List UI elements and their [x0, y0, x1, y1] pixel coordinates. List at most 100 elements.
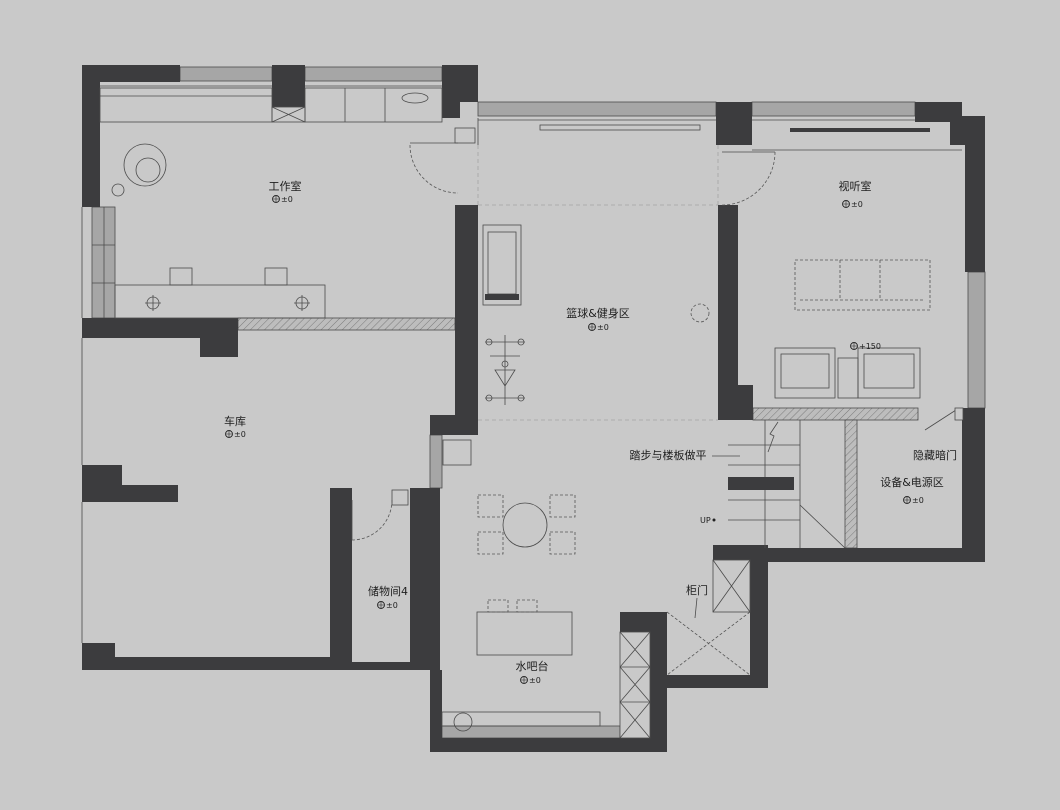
- hidden-door-leaf: [924, 409, 957, 431]
- wall: [455, 205, 478, 420]
- studio-furniture: [111, 143, 326, 319]
- stair-landing: [728, 477, 794, 490]
- room-level: ±0: [386, 601, 398, 610]
- dining-chair: [477, 531, 504, 555]
- wall: [650, 612, 667, 752]
- door-swing: [351, 499, 393, 541]
- wall: [82, 65, 180, 207]
- level-marker-icon: [842, 200, 850, 208]
- bar-counter: [476, 611, 573, 656]
- window-strip: [751, 101, 916, 117]
- side-table: [837, 357, 859, 399]
- room-name: 设备&电源区: [880, 475, 944, 489]
- armchair-icon: [123, 143, 167, 187]
- room-name: 篮球&健身区: [566, 306, 630, 320]
- counter: [441, 711, 601, 727]
- dining-chair: [477, 494, 504, 518]
- cabinets: [99, 87, 751, 739]
- partition-wall: [752, 407, 919, 421]
- cabinet-box: [442, 439, 472, 466]
- sink-icon: [401, 92, 429, 104]
- room-level: ±0: [529, 676, 541, 685]
- wall-column: [272, 65, 305, 107]
- bar-stool: [487, 599, 509, 613]
- leader-line: [694, 597, 698, 619]
- wall: [330, 662, 440, 670]
- partition-wall: [844, 419, 858, 549]
- wall: [82, 643, 115, 670]
- room-level: ±0: [597, 323, 609, 332]
- room-name: 水吧台: [516, 659, 549, 673]
- armchair-seat: [135, 157, 161, 183]
- armchair-seat: [863, 353, 915, 389]
- up-arrow-icon: [712, 518, 716, 522]
- armchair-seat: [780, 353, 830, 389]
- wall-column: [716, 102, 752, 145]
- bar-stool: [516, 599, 538, 613]
- room-level: ±0: [912, 496, 924, 505]
- wall: [768, 548, 985, 562]
- toilet-icon: [453, 712, 473, 732]
- wall: [667, 675, 768, 688]
- treadmill-icon: [482, 224, 522, 306]
- weight-machine-icon: [485, 335, 525, 405]
- room-label-storage: 储物间4 ±0: [368, 584, 408, 610]
- walls: [82, 65, 985, 752]
- wall: [750, 545, 768, 688]
- cabinet-cross: [271, 106, 306, 123]
- doors: [351, 142, 964, 541]
- room-label-garage: 车库 ±0: [224, 414, 246, 439]
- window-strip: [91, 206, 116, 319]
- level-marker-icon: [903, 496, 911, 504]
- window-strip: [429, 434, 443, 489]
- room-name: 视听室: [839, 179, 872, 193]
- stair-handrail: [799, 504, 846, 549]
- wall: [915, 102, 985, 272]
- guide-lines: [477, 145, 719, 421]
- wall: [115, 657, 330, 670]
- room-label-studio: 工作室 ±0: [269, 179, 302, 204]
- room-label-gym: 篮球&健身区 ±0: [566, 306, 630, 332]
- treadmill-base: [485, 294, 519, 300]
- level-marker-icon: [588, 323, 596, 331]
- room-name: 车库: [224, 414, 246, 428]
- built-in-cabinet: [99, 87, 273, 123]
- dining-furniture: [476, 494, 576, 656]
- wall: [962, 408, 985, 562]
- shelf: [539, 124, 701, 131]
- step-flush-note: 踏步与楼板做平: [630, 448, 707, 462]
- cabinet-door-swing: [666, 611, 751, 676]
- wall: [330, 488, 352, 670]
- level-marker-icon: [377, 601, 385, 609]
- room-label-theater: 视听室 ±0: [839, 179, 872, 209]
- dining-chair: [549, 494, 576, 518]
- window-strip: [304, 66, 443, 82]
- hidden-door-jamb: [954, 407, 964, 421]
- window-strip: [967, 271, 986, 409]
- level-marker-icon: [850, 342, 858, 350]
- desk: [114, 284, 326, 319]
- lamp-icon: [145, 295, 161, 311]
- stair-up-label: UP: [700, 516, 711, 525]
- window-strip: [477, 101, 717, 117]
- built-in-cabinet: [304, 87, 443, 123]
- wall: [430, 415, 478, 435]
- cabinet-box: [454, 127, 476, 144]
- room-level: ±0: [234, 430, 246, 439]
- room-label-equipment: 设备&电源区 ±0: [880, 475, 944, 505]
- cabinet-cross: [712, 559, 751, 613]
- hidden-door-note: 隐藏暗门: [913, 448, 957, 462]
- raised-level-label: +150: [850, 342, 881, 351]
- window-strip: [441, 725, 621, 739]
- room-level: ±0: [281, 195, 293, 204]
- sofa: [794, 259, 931, 311]
- wall: [430, 670, 442, 752]
- wall: [410, 488, 440, 670]
- door-swing: [409, 144, 459, 194]
- gym-equipment: [482, 224, 710, 405]
- wall: [718, 385, 753, 420]
- dining-chair: [549, 531, 576, 555]
- cabinet-door-note: 柜门: [686, 583, 708, 597]
